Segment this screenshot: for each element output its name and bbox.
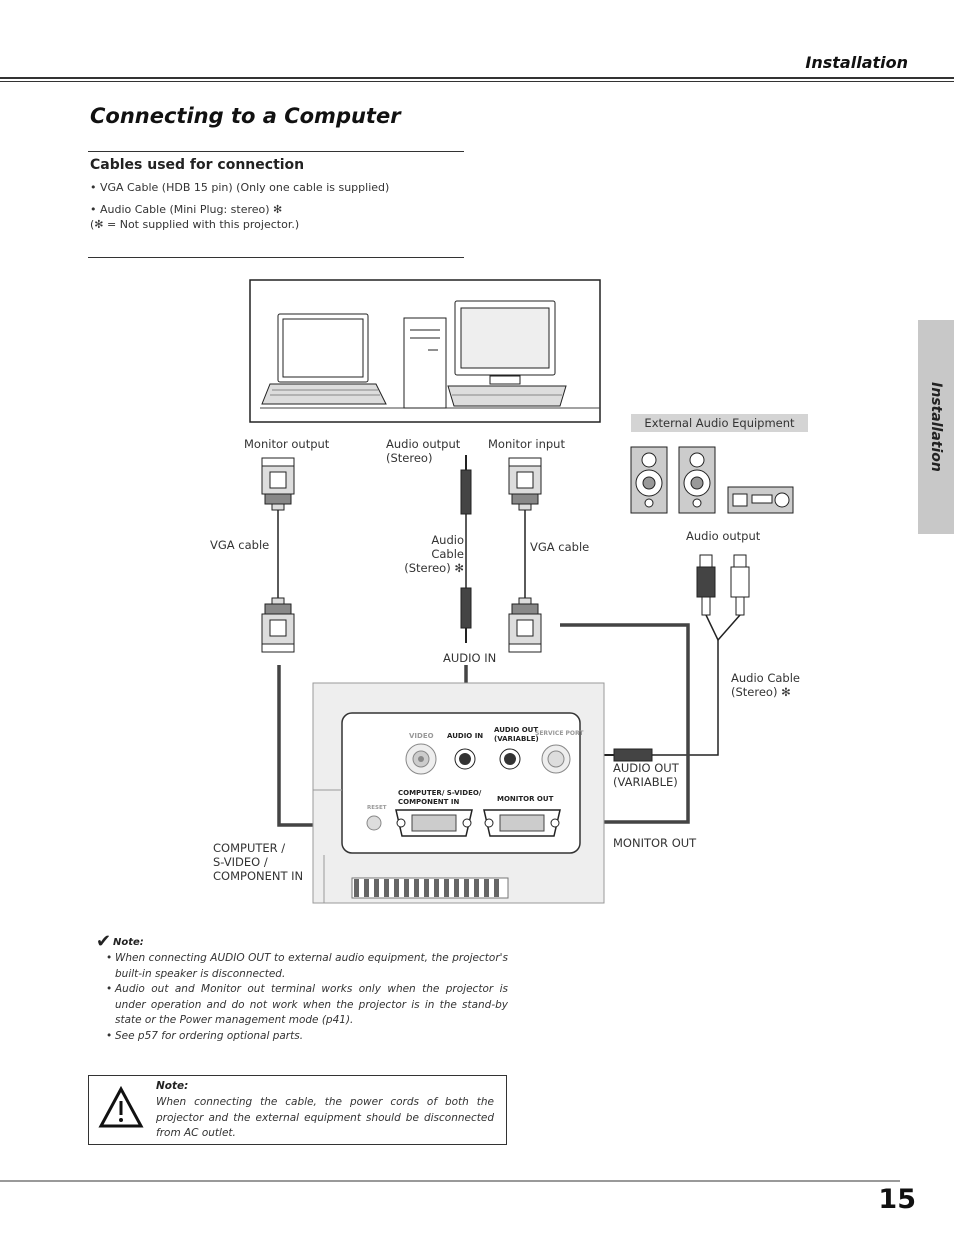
computer-in-label: COMPUTER /S-VIDEO /COMPONENT IN [213,841,304,883]
audio-in-label: AUDIO IN [443,651,497,665]
vga-cable-left-label: VGA cable [210,538,270,552]
computer-in-port-icon [395,809,473,837]
vga-connector-icon [508,457,542,511]
warning-text: When connecting the cable, the power cor… [156,1096,494,1139]
video-jack-icon [405,743,437,775]
warning-title: Note: [156,1080,189,1092]
monitor-out-label: MONITOR OUT [613,836,697,850]
header-rule [0,77,954,79]
note-item: •Audio out and Monitor out terminal work… [106,983,508,1026]
cables-bottom-rule [88,257,464,258]
mini-plug-icon [460,455,472,643]
panel-audio-out-label: AUDIO OUT(VARIABLE) [494,726,539,743]
external-audio-label: External Audio Equipment [631,414,808,432]
monitor-input-label: Monitor input [488,437,565,451]
checkmark-icon: ✔ [96,931,112,952]
panel-monitor-out-label: MONITOR OUT [497,795,554,803]
audio-in-jack-icon [454,748,476,770]
speaker-icon [630,446,668,514]
warning-icon [98,1085,144,1128]
stereo-amplifier-icon [727,486,794,514]
cables-heading: Cables used for connection [90,157,305,173]
note-title: Note: [113,937,144,948]
laptop-icon [261,313,387,405]
monitor-output-label: Monitor output [244,437,330,451]
note-list: •When connecting AUDIO OUT to external a… [106,951,508,1044]
vga-connector-icon [508,597,542,653]
page-title: Connecting to a Computer [90,104,401,128]
vent-grille [354,879,499,897]
panel-video-label: VIDEO [409,732,434,740]
audio-out-jack-icon [499,748,521,770]
arrow-monitor-out [560,623,690,824]
warning-box [88,1075,507,1145]
header-rule-thin [0,81,954,82]
reset-button-icon [366,815,382,831]
cable-item: • VGA Cable (HDB 15 pin) (Only one cable… [90,181,390,194]
monitor-icon [447,300,567,407]
audio-out-variable-label: AUDIO OUT(VARIABLE) [613,761,679,789]
vga-connector-icon [261,457,295,511]
panel-audio-in-label: AUDIO IN [447,732,484,740]
rca-plug-icon [696,554,750,616]
audio-output-label: Audio output(Stereo) [386,437,461,465]
speaker-icon [678,446,716,514]
audio-cable-center-label: Audio Cable(Stereo) ✻ [404,533,464,575]
vga-connector-icon [261,597,295,653]
audio-output-ext-label: Audio output [686,529,761,543]
page-number: 15 [878,1184,916,1215]
audio-cable-right [652,640,719,756]
cable-item-footnote: (✻ = Not supplied with this projector.) [90,218,300,231]
note-item: •When connecting AUDIO OUT to external a… [106,952,508,980]
cables-top-rule [88,151,464,152]
rca-cable-split [705,614,741,642]
desktop-tower-icon [403,317,447,409]
vga-cable-right-label: VGA cable [530,540,590,554]
service-port-icon [541,744,571,774]
cable-item: • Audio Cable (Mini Plug: stereo) ✻ [90,203,283,216]
monitor-out-port-icon [483,809,561,837]
panel-service-port-label: SERVICE PORT [535,730,584,737]
note-item: •See p57 for ordering optional parts. [106,1029,304,1042]
section-title: Installation [805,53,908,72]
panel-reset-label: RESET [367,805,387,811]
side-tab [918,320,954,534]
audio-cable-right-label: Audio Cable(Stereo) ✻ [731,671,800,699]
panel-computer-label: COMPUTER/ S-VIDEO/COMPONENT IN [398,789,482,806]
